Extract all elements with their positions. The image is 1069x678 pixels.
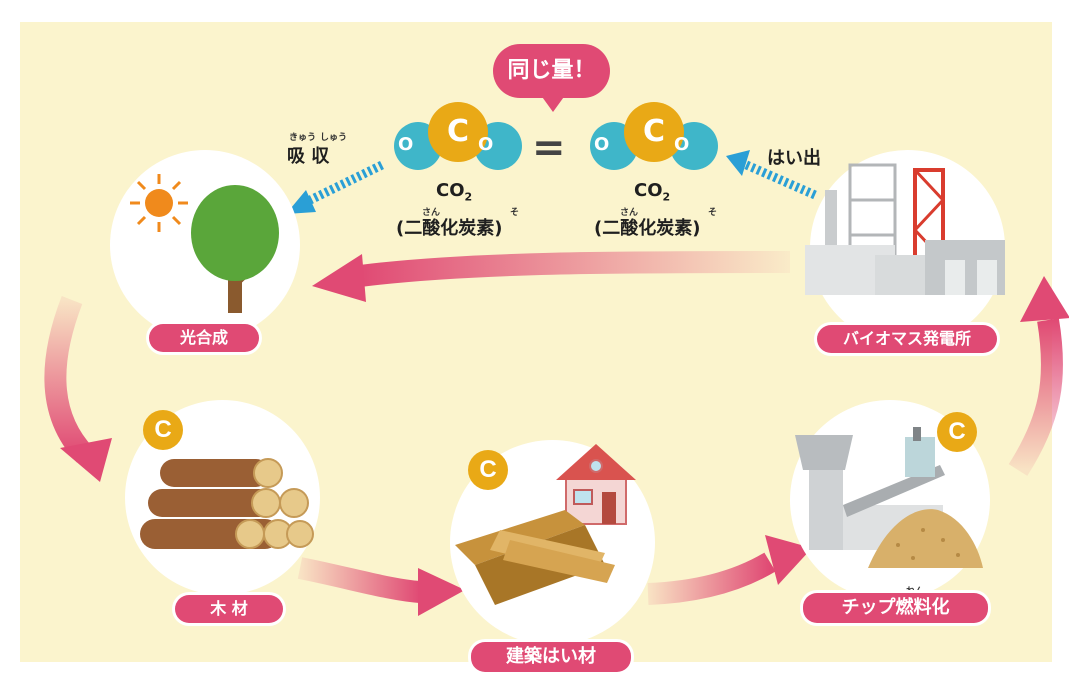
ruby-san-right: さん bbox=[620, 208, 639, 218]
co2-molecule-left bbox=[394, 102, 522, 170]
arrow-chip-to-plant-head bbox=[1020, 276, 1069, 322]
logs-icon bbox=[140, 458, 314, 549]
absorb-label: 吸 収 bbox=[287, 146, 330, 167]
dotted-arrow-absorb bbox=[298, 160, 384, 210]
carbon-letter: C bbox=[643, 114, 666, 149]
arrow-chip-to-plant bbox=[1008, 318, 1063, 476]
chip-plant-icon bbox=[795, 427, 945, 550]
ruby-san-left: さん bbox=[422, 208, 441, 218]
co2-molecule-right bbox=[590, 102, 718, 170]
equals-sign: = bbox=[532, 125, 566, 171]
carbon-coin-chip: C bbox=[937, 412, 977, 452]
timber-label: 木 材 bbox=[175, 595, 283, 623]
photosynthesis-label: 光合成 bbox=[149, 324, 259, 352]
ruby-so-right: そ bbox=[708, 208, 718, 218]
sawdust-pile-icon bbox=[868, 509, 983, 568]
carbon-letter: C bbox=[447, 114, 470, 149]
construction-waste-label: 建築はい材 bbox=[471, 642, 631, 672]
same-amount-bubble: 同じ量！ bbox=[493, 44, 610, 98]
carbon-atom bbox=[428, 102, 488, 162]
arrow-lumber-to-chip-head bbox=[765, 535, 812, 585]
oxygen-letter: O bbox=[594, 134, 610, 155]
arrow-logs-to-lumber bbox=[297, 557, 421, 603]
dotted-arrow-emit bbox=[740, 158, 817, 200]
carbon-coin-timber: C bbox=[143, 410, 183, 450]
ruby-nen: ねん bbox=[906, 587, 925, 597]
oxygen-letter: O bbox=[674, 134, 690, 155]
co2-formula-right: CO2 bbox=[634, 180, 671, 204]
co2-name-right: (二酸化炭素) bbox=[594, 218, 701, 239]
biomass-plant-label: バイオマス発電所 bbox=[817, 325, 997, 353]
arrow-plant-to-tree bbox=[358, 251, 791, 287]
tree-icon bbox=[191, 185, 279, 313]
ruby-shuu: しゅう bbox=[320, 133, 348, 143]
sun-icon bbox=[130, 174, 188, 232]
lumber-icon bbox=[455, 510, 615, 605]
co2-formula-left: CO2 bbox=[436, 180, 473, 204]
dotted-arrow-emit-head bbox=[726, 150, 750, 176]
co2-name-left: (二酸化炭素) bbox=[396, 218, 503, 239]
arrow-plant-to-tree-head bbox=[312, 254, 366, 302]
arrow-tree-to-logs-head bbox=[60, 438, 112, 482]
ruby-kyuu: きゅう bbox=[289, 133, 317, 143]
power-plant-icon bbox=[805, 163, 1005, 295]
arrow-logs-to-lumber-head bbox=[418, 568, 465, 616]
carbon-atom bbox=[624, 102, 684, 162]
arrow-tree-to-logs bbox=[44, 296, 94, 463]
bubble-tail bbox=[540, 94, 566, 112]
arrow-lumber-to-chip bbox=[647, 552, 776, 605]
emit-label: はい出 bbox=[767, 148, 821, 169]
carbon-coin-lumber: C bbox=[468, 450, 508, 490]
oxygen-letter: O bbox=[478, 134, 494, 155]
chip-fuel-label: チップ燃料化 bbox=[803, 593, 988, 623]
dotted-arrow-absorb-head bbox=[286, 190, 316, 214]
house-icon bbox=[556, 444, 636, 525]
ruby-so-left: そ bbox=[510, 208, 520, 218]
oxygen-letter: O bbox=[398, 134, 414, 155]
